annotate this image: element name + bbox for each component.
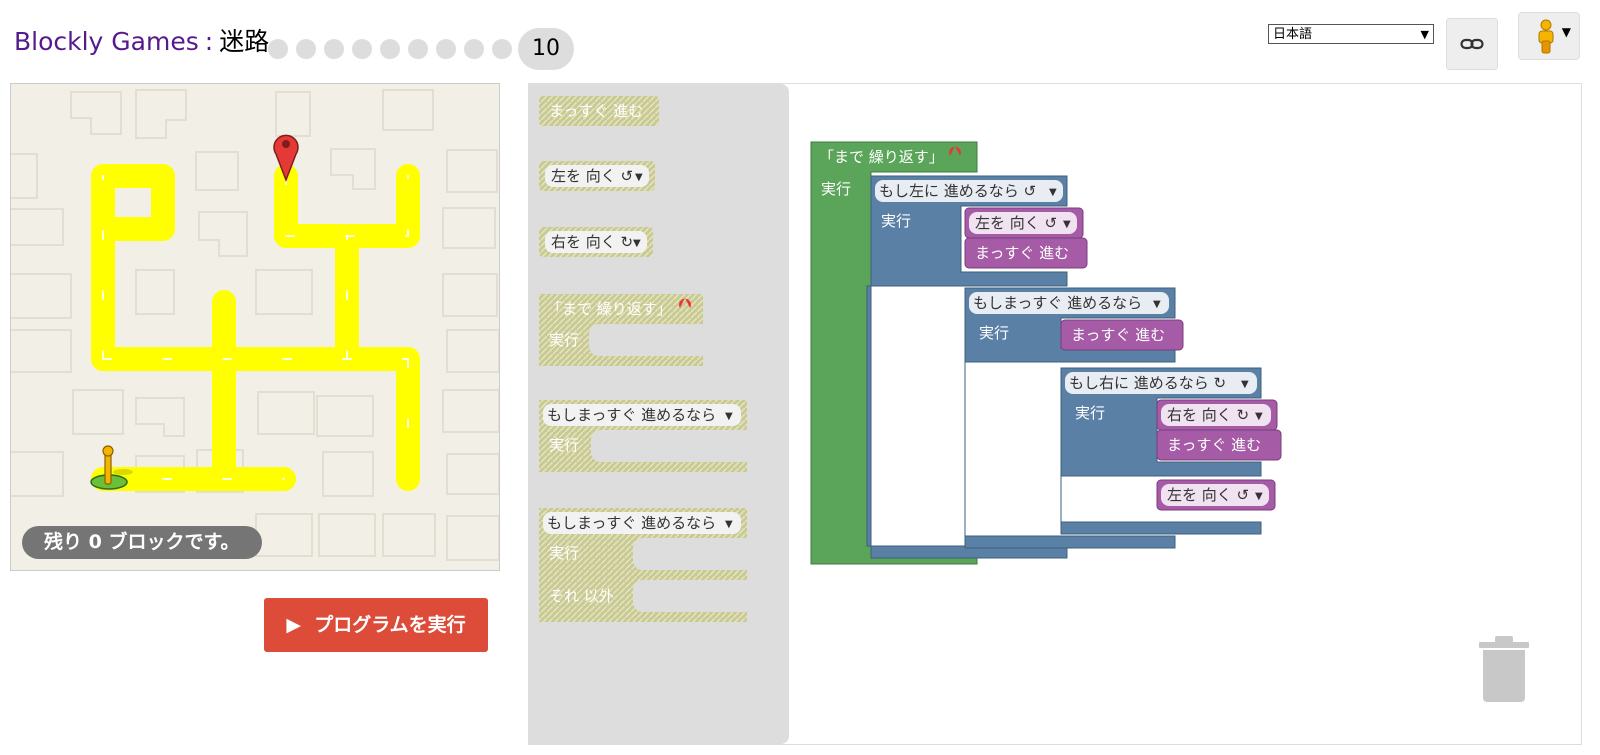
blocks-canvas: まっすぐ 進む 左を 向く ↺ ▼ 右を 向く ↻ ▼ 「まで 繰り返す」 実行 — [539, 96, 1282, 622]
toolbox-else-label: それ 以外 — [549, 587, 614, 605]
if-ahead-else-label: それ 以外 — [975, 372, 1040, 390]
move-forward-block[interactable]: まっすぐ 進む — [964, 237, 1088, 269]
level-selector: 10 — [268, 28, 574, 70]
toolbox-turn-left-label: 左を 向く ↺ — [551, 167, 633, 185]
dropdown-arrow-icon: ▼ — [1153, 299, 1161, 310]
toolbox-repeat-do-label: 実行 — [549, 331, 579, 349]
turn-left-block[interactable]: 左を 向く ↺ ▼ — [964, 207, 1084, 239]
if-left-do-label: 実行 — [881, 212, 911, 230]
turn-right-block[interactable]: 右を 向く ↻ ▼ — [1156, 399, 1278, 431]
maze-background-tiles — [11, 89, 499, 561]
language-value: 日本語 — [1273, 27, 1313, 42]
if-right-do-label: 実行 — [1075, 404, 1105, 422]
toolbox-if-else-block[interactable]: もしまっすぐ 進めるなら ▼ 実行 それ 以外 — [539, 508, 747, 622]
level-6-dot[interactable] — [408, 39, 428, 59]
if-ahead-else-block[interactable]: もしまっすぐ 進めるなら ▼ 実行 それ 以外 — [964, 287, 1176, 549]
level-8-dot[interactable] — [464, 39, 484, 59]
pegman-button[interactable]: ▼ — [1518, 12, 1580, 60]
maze-board — [10, 83, 500, 571]
capacity-bubble: 残り 0 ブロックです。 — [22, 526, 262, 559]
dropdown-arrow-icon: ▼ — [1255, 491, 1263, 502]
toolbox-if-ahead-label: もしまっすぐ 進めるなら — [547, 406, 716, 424]
toolbox-if-else-label: もしまっすぐ 進めるなら — [547, 514, 716, 532]
if-ahead-label: もしまっすぐ 進めるなら — [973, 294, 1142, 312]
trash-can-icon[interactable] — [1477, 634, 1531, 704]
level-7-dot[interactable] — [436, 39, 456, 59]
if-right-else-block[interactable]: もし右に 進めるなら ↻ ▼ 実行 それ 以外 — [1060, 367, 1262, 535]
dropdown-arrow-icon: ▼ — [725, 519, 733, 530]
maze-svg — [11, 89, 499, 561]
blockly-games-link[interactable]: Blockly Games — [14, 27, 199, 56]
dropdown-arrow-icon: ▼ — [1241, 379, 1249, 390]
level-1-dot[interactable] — [268, 39, 288, 59]
dropdown-arrow-icon: ▼ — [633, 238, 641, 249]
if-left-else-block[interactable]: もし左に 進めるなら ↺ ▼ 実行 それ 以外 — [866, 175, 1068, 559]
if-left-else-label: それ 以外 — [879, 292, 944, 310]
toolbox-move-forward-block[interactable]: まっすぐ 進む — [539, 96, 659, 126]
dropdown-arrow-icon: ▼ — [725, 411, 733, 422]
play-icon: ▶ — [286, 614, 301, 636]
current-level-indicator[interactable]: 10 — [518, 28, 574, 70]
move-forward-label: まっすぐ 進む — [1167, 436, 1261, 454]
toolbox-turn-right-label: 右を 向く ↻ — [551, 233, 633, 251]
turn-left-label: 左を 向く ↺ — [1167, 486, 1249, 504]
run-program-button[interactable]: ▶ プログラムを実行 — [264, 598, 488, 652]
toolbox-if-do-label: 実行 — [549, 436, 579, 454]
turn-right-label: 右を 向く ↻ — [1167, 406, 1249, 424]
move-forward-label: まっすぐ 進む — [1071, 326, 1165, 344]
if-ahead-do-label: 実行 — [979, 324, 1009, 342]
map-marker-icon — [273, 134, 299, 183]
level-2-dot[interactable] — [296, 39, 316, 59]
maze-path — [91, 164, 420, 491]
link-button[interactable] — [1446, 18, 1498, 70]
page-title: Blockly Games:迷路 — [14, 26, 269, 58]
toolbox-if-else-do-label: 実行 — [549, 544, 579, 562]
toolbox-repeat-until-label: 「まで 繰り返す」 — [547, 300, 672, 318]
toolbox-turn-right-block[interactable]: 右を 向く ↻ ▼ — [539, 227, 653, 257]
dropdown-arrow-icon: ▼ — [1255, 411, 1263, 422]
move-forward-label: まっすぐ 進む — [975, 244, 1069, 262]
map-marker-icon — [679, 298, 691, 308]
if-left-label: もし左に 進めるなら ↺ — [879, 182, 1036, 200]
if-right-label: もし右に 進めるなら ↻ — [1069, 374, 1226, 392]
repeat-do-label: 実行 — [821, 180, 851, 198]
move-forward-block[interactable]: まっすぐ 進む — [1060, 319, 1184, 351]
level-5-dot[interactable] — [380, 39, 400, 59]
repeat-until-label: 「まで 繰り返す」 — [819, 148, 944, 166]
map-marker-icon — [949, 146, 961, 156]
pegman-start-icon — [90, 445, 133, 490]
link-icon — [1460, 38, 1484, 50]
pegman-icon — [1538, 19, 1554, 54]
level-9-dot[interactable] — [492, 39, 512, 59]
toolbox-turn-left-block[interactable]: 左を 向く ↺ ▼ — [539, 161, 655, 191]
turn-left-label: 左を 向く ↺ — [975, 214, 1057, 232]
level-name: 迷路 — [219, 27, 270, 56]
dropdown-arrow-icon: ▼ — [1420, 28, 1429, 41]
dropdown-arrow-icon: ▼ — [635, 172, 643, 183]
move-forward-block[interactable]: まっすぐ 進む — [1156, 429, 1282, 461]
dropdown-arrow-icon: ▼ — [1049, 187, 1057, 198]
if-right-else-label: それ 以外 — [1071, 484, 1136, 502]
toolbox-move-forward-label: まっすぐ 進む — [549, 102, 643, 120]
toolbox-repeat-until-block[interactable]: 「まで 繰り返す」 実行 — [539, 294, 703, 366]
pegman-caret-icon: ▼ — [1561, 25, 1571, 39]
language-select[interactable]: 日本語 ▼ — [1268, 24, 1434, 44]
toolbox-if-ahead-block[interactable]: もしまっすぐ 進めるなら ▼ 実行 — [539, 400, 747, 472]
run-program-label: プログラムを実行 — [314, 614, 466, 636]
turn-left-block[interactable]: 左を 向く ↺ ▼ — [1156, 479, 1276, 511]
dropdown-arrow-icon: ▼ — [1063, 219, 1071, 230]
blockly-workspace[interactable]: まっすぐ 進む 左を 向く ↺ ▼ 右を 向く ↻ ▼ 「まで 繰り返す」 実行 — [528, 83, 1582, 745]
title-separator: : — [204, 27, 214, 56]
level-3-dot[interactable] — [324, 39, 344, 59]
level-4-dot[interactable] — [352, 39, 372, 59]
